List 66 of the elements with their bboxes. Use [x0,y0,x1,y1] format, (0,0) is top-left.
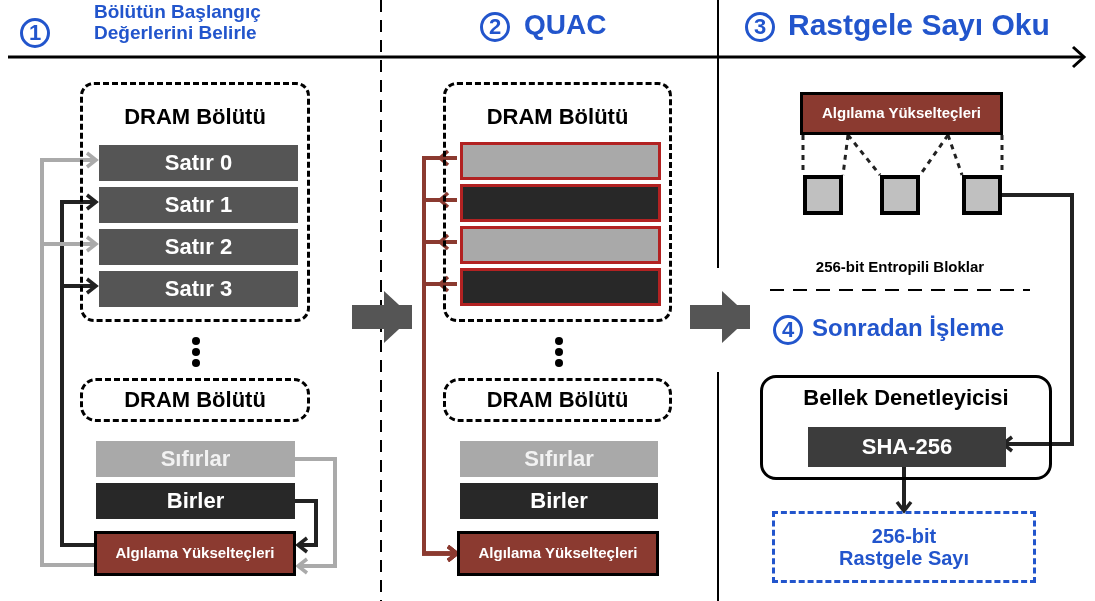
dram-segment-box [443,82,672,322]
row-bar [460,184,661,222]
step-number: 1 [28,20,42,46]
segment-title: DRAM Bölütü [486,387,629,413]
entropy-block-box [803,175,843,215]
row-label: Birler [530,488,588,514]
arrow [60,277,98,547]
entropy-block-box [962,175,1002,215]
dram-segment-box [443,378,672,422]
zeros-row-bar [96,441,295,477]
step-heading: Sonradan İşleme [812,315,1006,342]
step-number: 3 [753,14,767,40]
arrow [40,235,98,567]
sense-amplifier-box [457,531,659,576]
row-bar [460,268,661,306]
amplifier-label: Algılama Yükselteçleri [478,545,638,562]
step-heading: Rastgele Sayı Oku [788,8,1051,41]
connector-line [918,134,950,176]
segment-title: DRAM Bölütü [124,105,266,130]
segment-title: DRAM Bölütü [486,105,629,130]
block-arrow [352,291,412,343]
row-label: Satır 2 [164,234,233,260]
amplifier-label: Algılama Yükselteçleri [822,105,981,122]
result-label: 256-bit Rastgele Sayı [837,525,971,569]
entropy-block-box [880,175,920,215]
row-label: Sıfırlar [160,446,231,472]
hash-label: SHA-256 [861,434,953,460]
ones-row-bar [460,483,658,519]
hash-unit-box [808,427,1006,467]
connector-line [846,134,882,176]
row-bar [460,142,661,180]
arrow [295,499,318,554]
controller-title: Bellek Denetleyicisi [803,386,1009,411]
arrow [1001,193,1074,453]
row-bar [99,187,298,223]
step-number-circle [480,12,510,42]
connector-line [946,134,964,176]
dram-segment-box [80,378,310,422]
step-number-circle [773,315,803,345]
row-label: Satır 1 [164,192,233,218]
step-heading: Bölütün Başlangıç Değerlerini Belirle [94,2,262,44]
row-bar [460,226,661,264]
step-heading: QUAC [524,10,608,41]
segment-title: DRAM Bölütü [124,387,266,413]
ones-row-bar [96,483,295,519]
random-number-box [772,511,1036,583]
arrow [295,457,337,575]
step-number: 4 [781,317,795,343]
caption-label: 256-bit Entropili Bloklar [814,258,986,275]
sense-amplifier-box [800,92,1003,135]
row-bar [99,271,298,307]
memory-controller-box [760,375,1052,480]
amplifier-label: Algılama Yükselteçleri [115,545,275,562]
row-label: Birler [166,488,225,514]
step-number-circle [745,12,775,42]
row-bar [99,229,298,265]
dram-segment-box [80,82,310,322]
row-label: Satır 3 [164,276,233,302]
row-label: Sıfırlar [524,446,594,472]
step-number: 2 [488,14,502,40]
row-label: Satır 0 [164,150,233,176]
sense-amplifier-box [94,531,296,576]
zeros-row-bar [460,441,658,477]
row-bar [99,145,298,181]
step-number-circle [20,18,50,48]
block-arrow [690,291,750,343]
